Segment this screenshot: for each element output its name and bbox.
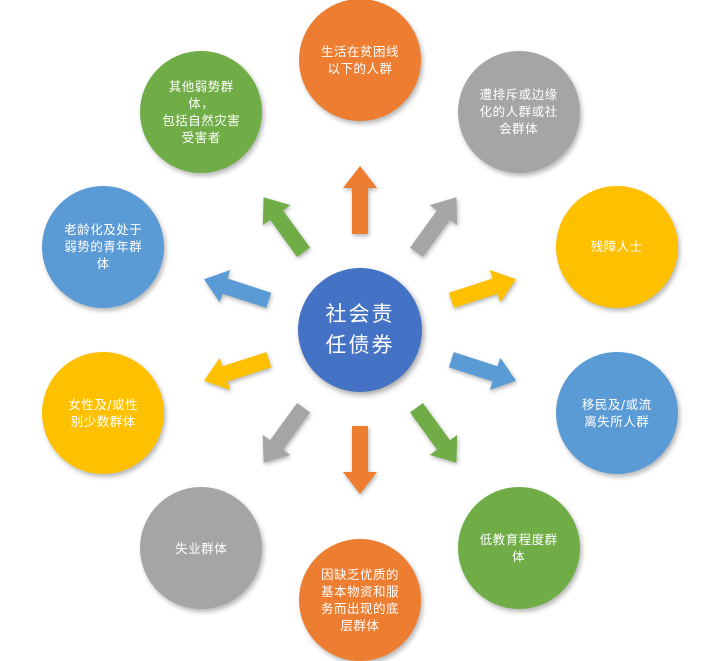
- arrow-3: [448, 352, 516, 390]
- node-label: 遭排斥或边缘 化的人群或社 会群体: [479, 87, 558, 137]
- arrow-5: [343, 426, 377, 494]
- node-aging-youth: 老龄化及处于 弱势的青年群 体: [42, 185, 165, 308]
- node-underserved: 因缺乏优质的 基本物资和服 务而出现的底 层群体: [299, 539, 421, 661]
- node-label: 女性及/或性 别少数群体: [68, 397, 139, 430]
- center-node: 社会责 任债券: [298, 268, 422, 392]
- node-label: 失业群体: [175, 540, 228, 556]
- node-excluded: 遭排斥或边缘 化的人群或社 会群体: [457, 50, 580, 173]
- arrow-7: [204, 352, 272, 390]
- node-label: 其他弱势群体， 包括自然灾害 受害者: [162, 78, 241, 145]
- node-label: 生活在贫困线 以下的人群: [320, 44, 399, 76]
- arrow-1: [410, 197, 458, 257]
- node-low-education: 低教育程度群 体: [457, 487, 580, 610]
- node-label: 残障人士: [590, 239, 643, 255]
- node-label: 老龄化及处于 弱势的青年群 体: [64, 222, 143, 272]
- node-disabled: 残障人士: [555, 185, 678, 308]
- arrow-8: [204, 270, 272, 308]
- node-label: 低教育程度群 体: [479, 532, 558, 565]
- node-label: 因缺乏优质的 基本物资和服 务而出现的底 层群体: [320, 567, 399, 633]
- arrow-6: [262, 403, 310, 463]
- node-poverty: 生活在贫困线 以下的人群: [299, 0, 421, 121]
- node-unemployed: 失业群体: [140, 487, 263, 610]
- arrow-2: [448, 270, 516, 308]
- arrow-4: [410, 403, 458, 463]
- node-women-gender-minorities: 女性及/或性 别少数群体: [42, 352, 165, 475]
- node-label: 移民及/或流 离失所人群: [581, 397, 652, 430]
- arrow-0: [343, 166, 377, 234]
- node-other-vulnerable: 其他弱势群体， 包括自然灾害 受害者: [140, 50, 263, 173]
- arrow-9: [262, 197, 310, 257]
- node-migrants: 移民及/或流 离失所人群: [555, 352, 678, 475]
- center-label: 社会责 任债券: [325, 302, 395, 357]
